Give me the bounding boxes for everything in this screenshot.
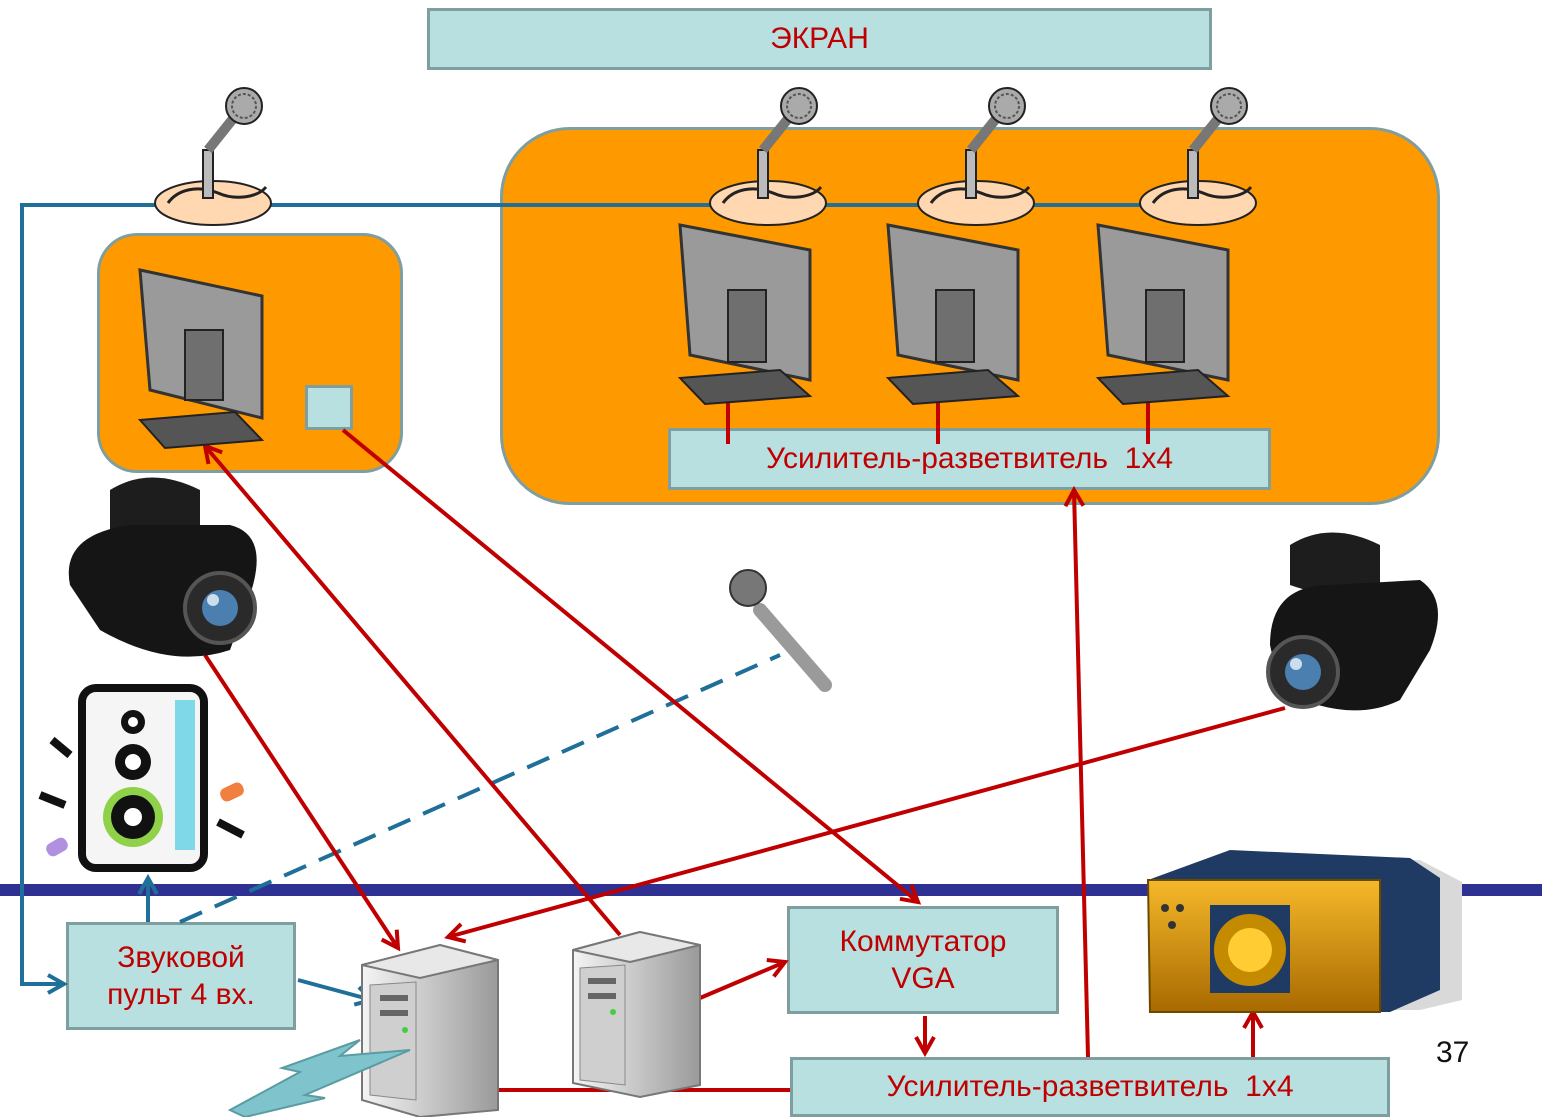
server-secondary-icon: [572, 930, 701, 1099]
wireless-mic-line: [179, 653, 781, 924]
presenter-monitor-icon: [137, 268, 265, 450]
sound-console-label: Звуковой пульт 4 вх.: [107, 940, 255, 1012]
arrow-server2-to-vga-switch: [699, 962, 785, 1000]
camera-right-icon: [1266, 532, 1438, 711]
monitor-icon: [1095, 223, 1231, 406]
arrow-panel-to-vga-switch: [341, 428, 918, 902]
mic-audio-line: [20, 203, 1180, 984]
arrow-camera-right-to-server: [448, 706, 1286, 937]
splitter-top-label: Усилитель-разветвитель 1х4: [765, 442, 1174, 476]
console-to-server-line: [297, 978, 372, 1000]
speaker-icon: [38, 684, 245, 872]
monitor-icon: [677, 223, 813, 406]
splitter-top-box: Усилитель-разветвитель 1х4: [668, 428, 1271, 490]
desk-microphone-icon: [917, 87, 1035, 226]
monitor-icon: [885, 223, 1021, 406]
lightning-icon: [227, 1039, 411, 1117]
screen-label: ЭКРАН: [770, 22, 869, 56]
page-number: 37: [1436, 1036, 1470, 1069]
vga-switch-label: Коммутатор VGA: [839, 924, 1007, 996]
server-main-icon: [361, 943, 499, 1117]
splitter-bottom-label: Усилитель-разветвитель 1х4: [886, 1070, 1294, 1104]
splitter-bottom-box: Усилитель-разветвитель 1х4: [790, 1057, 1390, 1117]
camera-left-icon: [68, 477, 257, 657]
handheld-microphone-icon: [729, 569, 832, 692]
vga-switch-box: Коммутатор VGA: [787, 906, 1059, 1014]
arrow-camera-left-to-server: [203, 653, 398, 948]
desk-microphone-icon: [1139, 87, 1257, 226]
desk-microphone-icon: [154, 87, 272, 226]
desk-microphone-icon: [709, 87, 827, 226]
arrow-server-to-presenter-monitor: [205, 446, 622, 937]
screen-box: ЭКРАН: [427, 8, 1212, 70]
presenter-control-panel: [305, 385, 353, 430]
projector-icon: [1146, 850, 1462, 1013]
arrow-splitter-to-top-splitter: [1074, 490, 1090, 1058]
